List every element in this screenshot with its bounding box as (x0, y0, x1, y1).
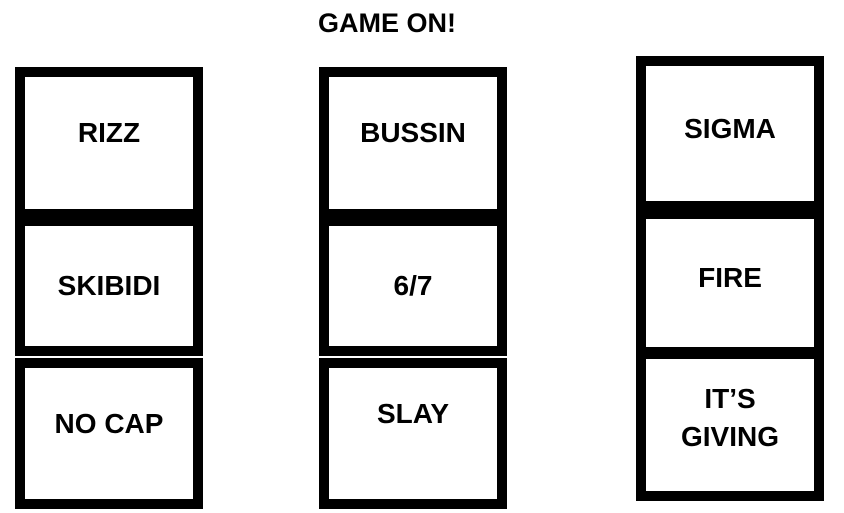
tile-its-giving[interactable]: IT’S GIVING (636, 349, 824, 501)
tile-label: SKIBIDI (57, 270, 161, 302)
tile-label: SLAY (376, 397, 450, 429)
tile-label: BUSSIN (360, 117, 466, 149)
tile-skibidi[interactable]: SKIBIDI (15, 216, 203, 356)
game-title: GAME ON! (318, 8, 456, 38)
tile-bussin[interactable]: BUSSIN (319, 67, 507, 219)
tile-label: 6/7 (393, 270, 433, 302)
tile-sigma[interactable]: SIGMA (636, 56, 824, 211)
tile-label: IT’S GIVING (680, 382, 779, 452)
tile-6-7[interactable]: 6/7 (319, 216, 507, 356)
tile-label: NO CAP (54, 407, 164, 439)
tile-fire[interactable]: FIRE (636, 209, 824, 357)
tile-slay[interactable]: SLAY (319, 358, 507, 509)
tile-label: SIGMA (684, 112, 776, 144)
tile-label: FIRE (698, 262, 762, 294)
tile-rizz[interactable]: RIZZ (15, 67, 203, 219)
tile-no-cap[interactable]: NO CAP (15, 358, 203, 509)
tile-label: RIZZ (77, 117, 141, 149)
